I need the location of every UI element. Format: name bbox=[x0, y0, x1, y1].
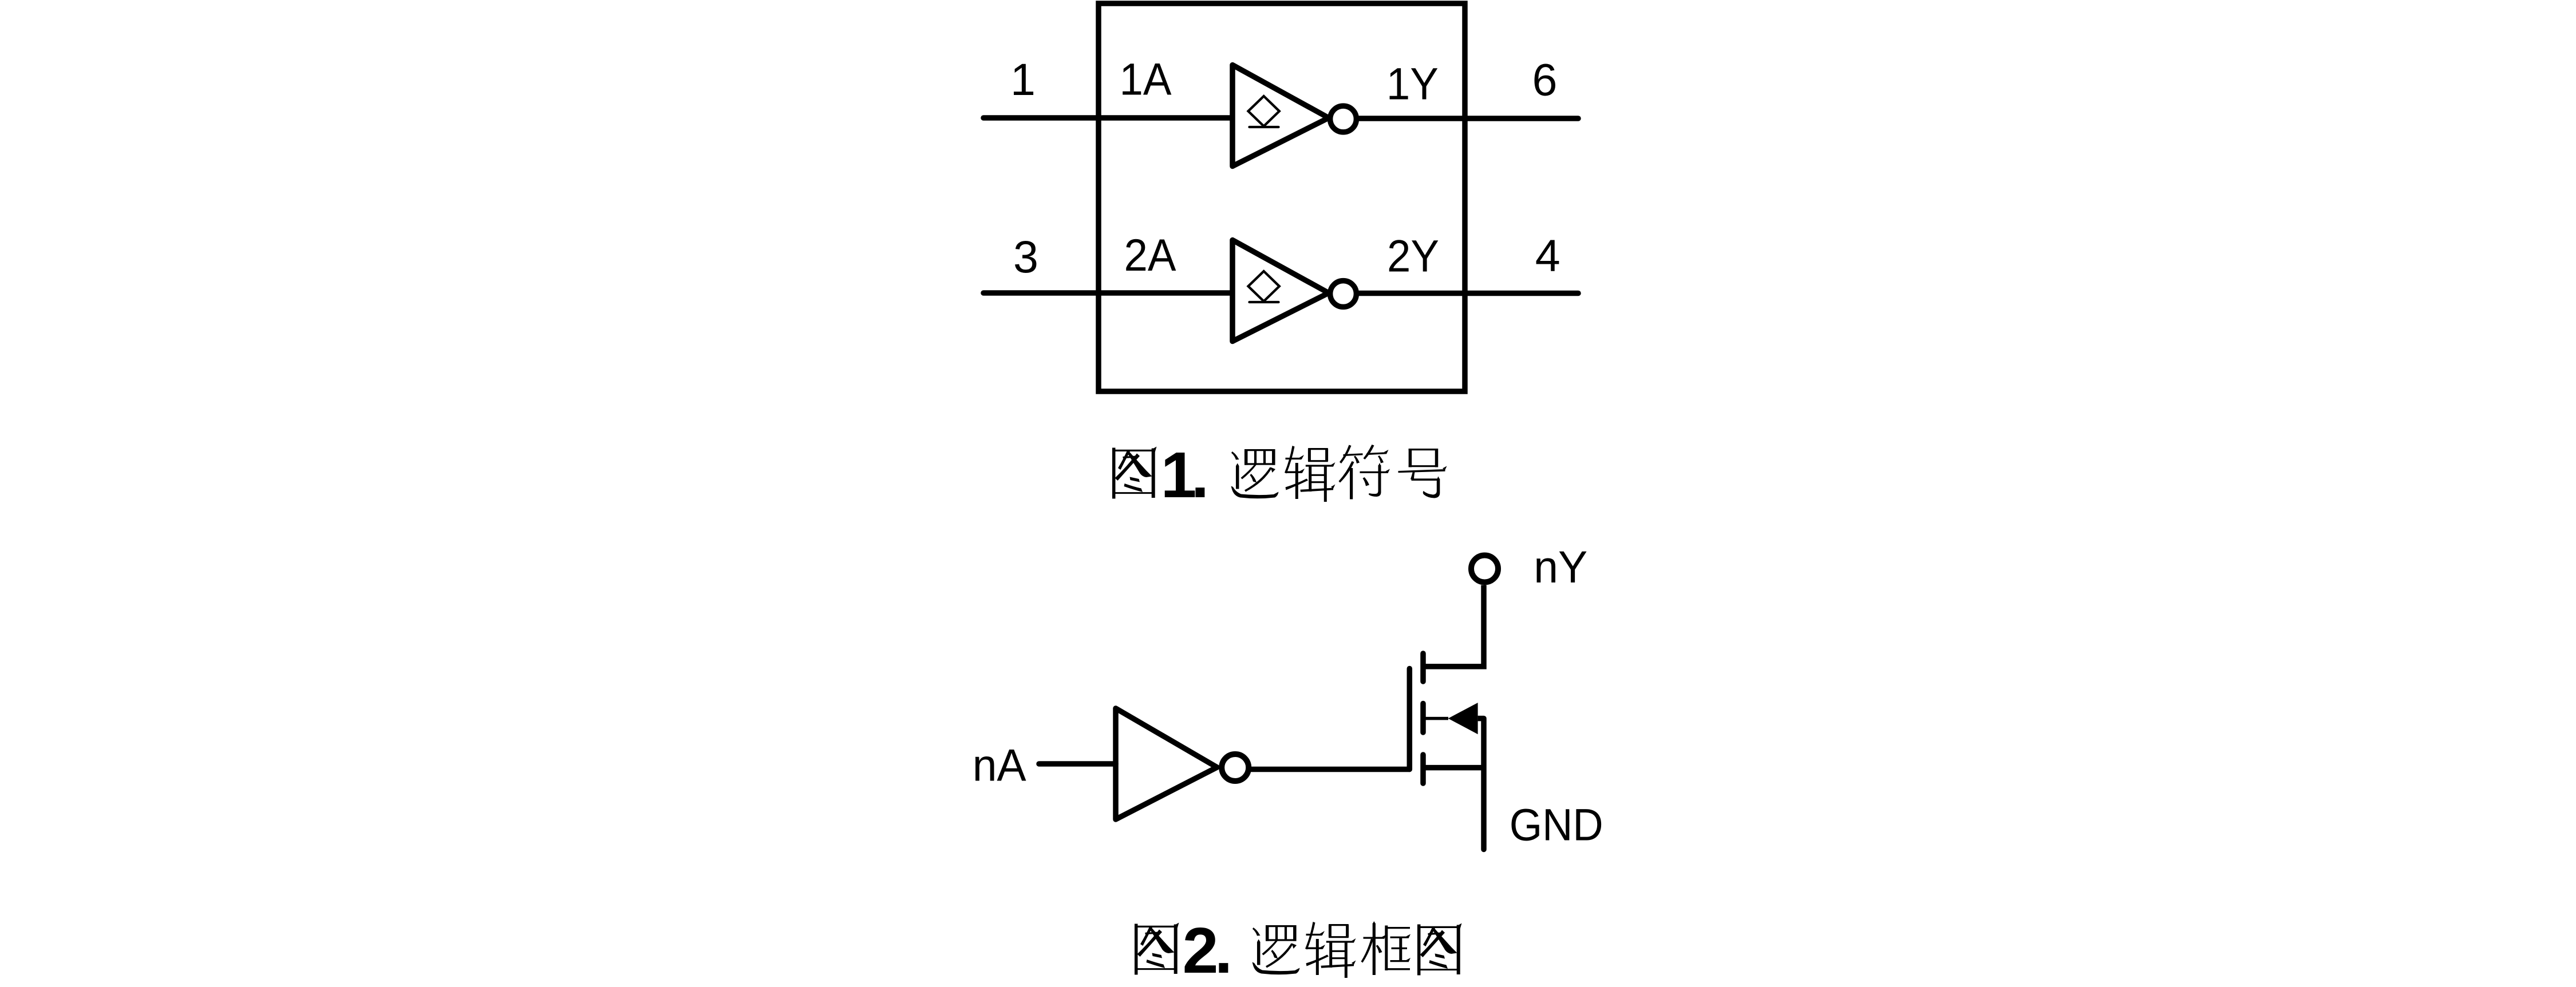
svg-text:1Y: 1Y bbox=[1386, 58, 1439, 109]
svg-text:4: 4 bbox=[1535, 230, 1560, 281]
svg-text:6: 6 bbox=[1532, 54, 1558, 105]
svg-text:GND: GND bbox=[1510, 799, 1603, 850]
svg-text:1: 1 bbox=[1161, 439, 1197, 511]
svg-text:2A: 2A bbox=[1124, 229, 1176, 280]
svg-text:nY: nY bbox=[1534, 541, 1587, 592]
svg-text:.: . bbox=[1215, 914, 1232, 986]
svg-text:nA: nA bbox=[973, 739, 1026, 790]
svg-text:1: 1 bbox=[1010, 54, 1036, 105]
svg-text:.: . bbox=[1191, 439, 1209, 511]
svg-text:2Y: 2Y bbox=[1387, 230, 1439, 281]
svg-text:2: 2 bbox=[1183, 914, 1219, 986]
svg-text:1A: 1A bbox=[1120, 53, 1172, 104]
svg-text:3: 3 bbox=[1013, 231, 1038, 282]
